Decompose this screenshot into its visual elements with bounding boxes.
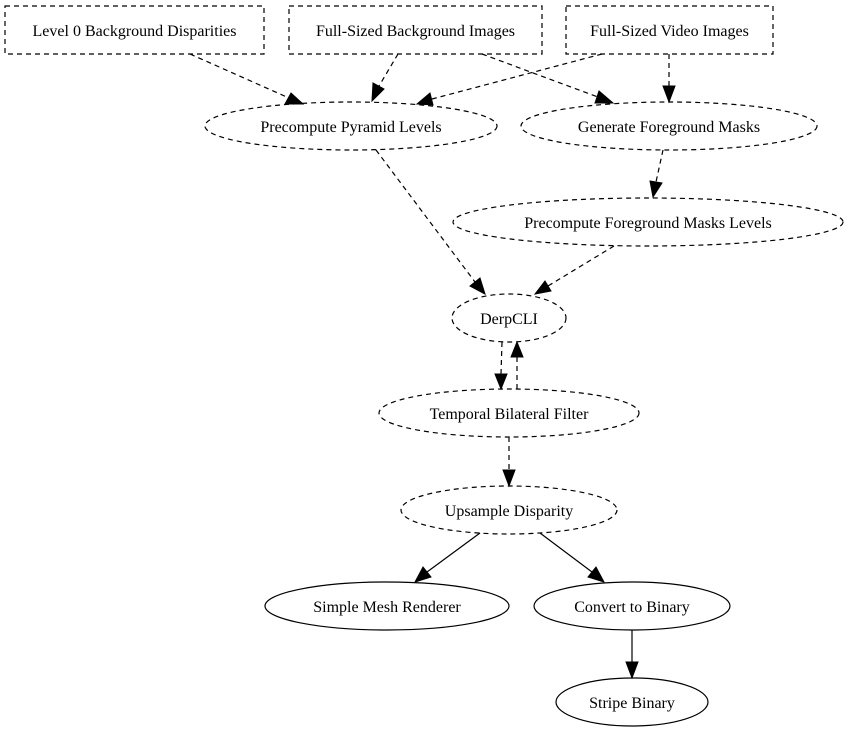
node-convert-to-binary: Convert to Binary [533, 581, 731, 631]
node-precompute-fg-mask-levels: Precompute Foreground Masks Levels [452, 197, 844, 247]
node-generate-fg-masks: Generate Foreground Masks [520, 101, 818, 151]
node-label: DerpCLI [480, 311, 538, 328]
node-label: Simple Mesh Renderer [313, 599, 461, 616]
node-label: Precompute Foreground Masks Levels [524, 215, 772, 232]
node-stripe-binary: Stripe Binary [555, 677, 709, 727]
edge-level0-to-pyramid [189, 53, 305, 105]
edge-filter-to-upsample [502, 437, 516, 488]
node-label: Level 0 Background Disparities [33, 23, 237, 40]
node-simple-mesh-renderer: Simple Mesh Renderer [264, 581, 510, 631]
edge-derpcli-to-filter [494, 341, 508, 391]
edge-filter-to-derpcli [510, 340, 524, 389]
edge-bgimages-to-pyramid [371, 53, 399, 103]
node-derpcli: DerpCLI [451, 293, 567, 343]
node-label: Upsample Disparity [445, 503, 573, 520]
edge-binary-to-stripe [625, 630, 639, 680]
edge-video-to-fgmasks [662, 54, 676, 104]
edge-video-to-pyramid [415, 53, 603, 106]
edge-upsample-to-mesh [413, 532, 481, 583]
edge-bgimages-to-fgmasks [481, 53, 615, 104]
node-full-bg-images: Full-Sized Background Images [288, 5, 543, 55]
node-upsample-disparity: Upsample Disparity [400, 485, 618, 535]
edge-fglevels-to-derpcli [533, 245, 615, 295]
node-temporal-bilateral-filter: Temporal Bilateral Filter [378, 388, 640, 438]
node-label: Full-Sized Background Images [316, 23, 515, 40]
node-full-video-images: Full-Sized Video Images [565, 5, 774, 55]
node-label: Full-Sized Video Images [590, 23, 749, 40]
node-precompute-pyramid: Precompute Pyramid Levels [204, 101, 498, 151]
node-label: Convert to Binary [574, 599, 690, 616]
node-level0-bg-disparities: Level 0 Background Disparities [4, 5, 265, 55]
node-label: Generate Foreground Masks [578, 119, 760, 136]
edge-pyramid-to-derpcli [375, 149, 486, 296]
edge-fgmasks-to-fglevels [649, 149, 664, 199]
node-label: Temporal Bilateral Filter [430, 406, 590, 423]
node-label: Precompute Pyramid Levels [260, 119, 441, 136]
edge-upsample-to-binary [539, 532, 606, 583]
node-label: Stripe Binary [589, 695, 675, 712]
